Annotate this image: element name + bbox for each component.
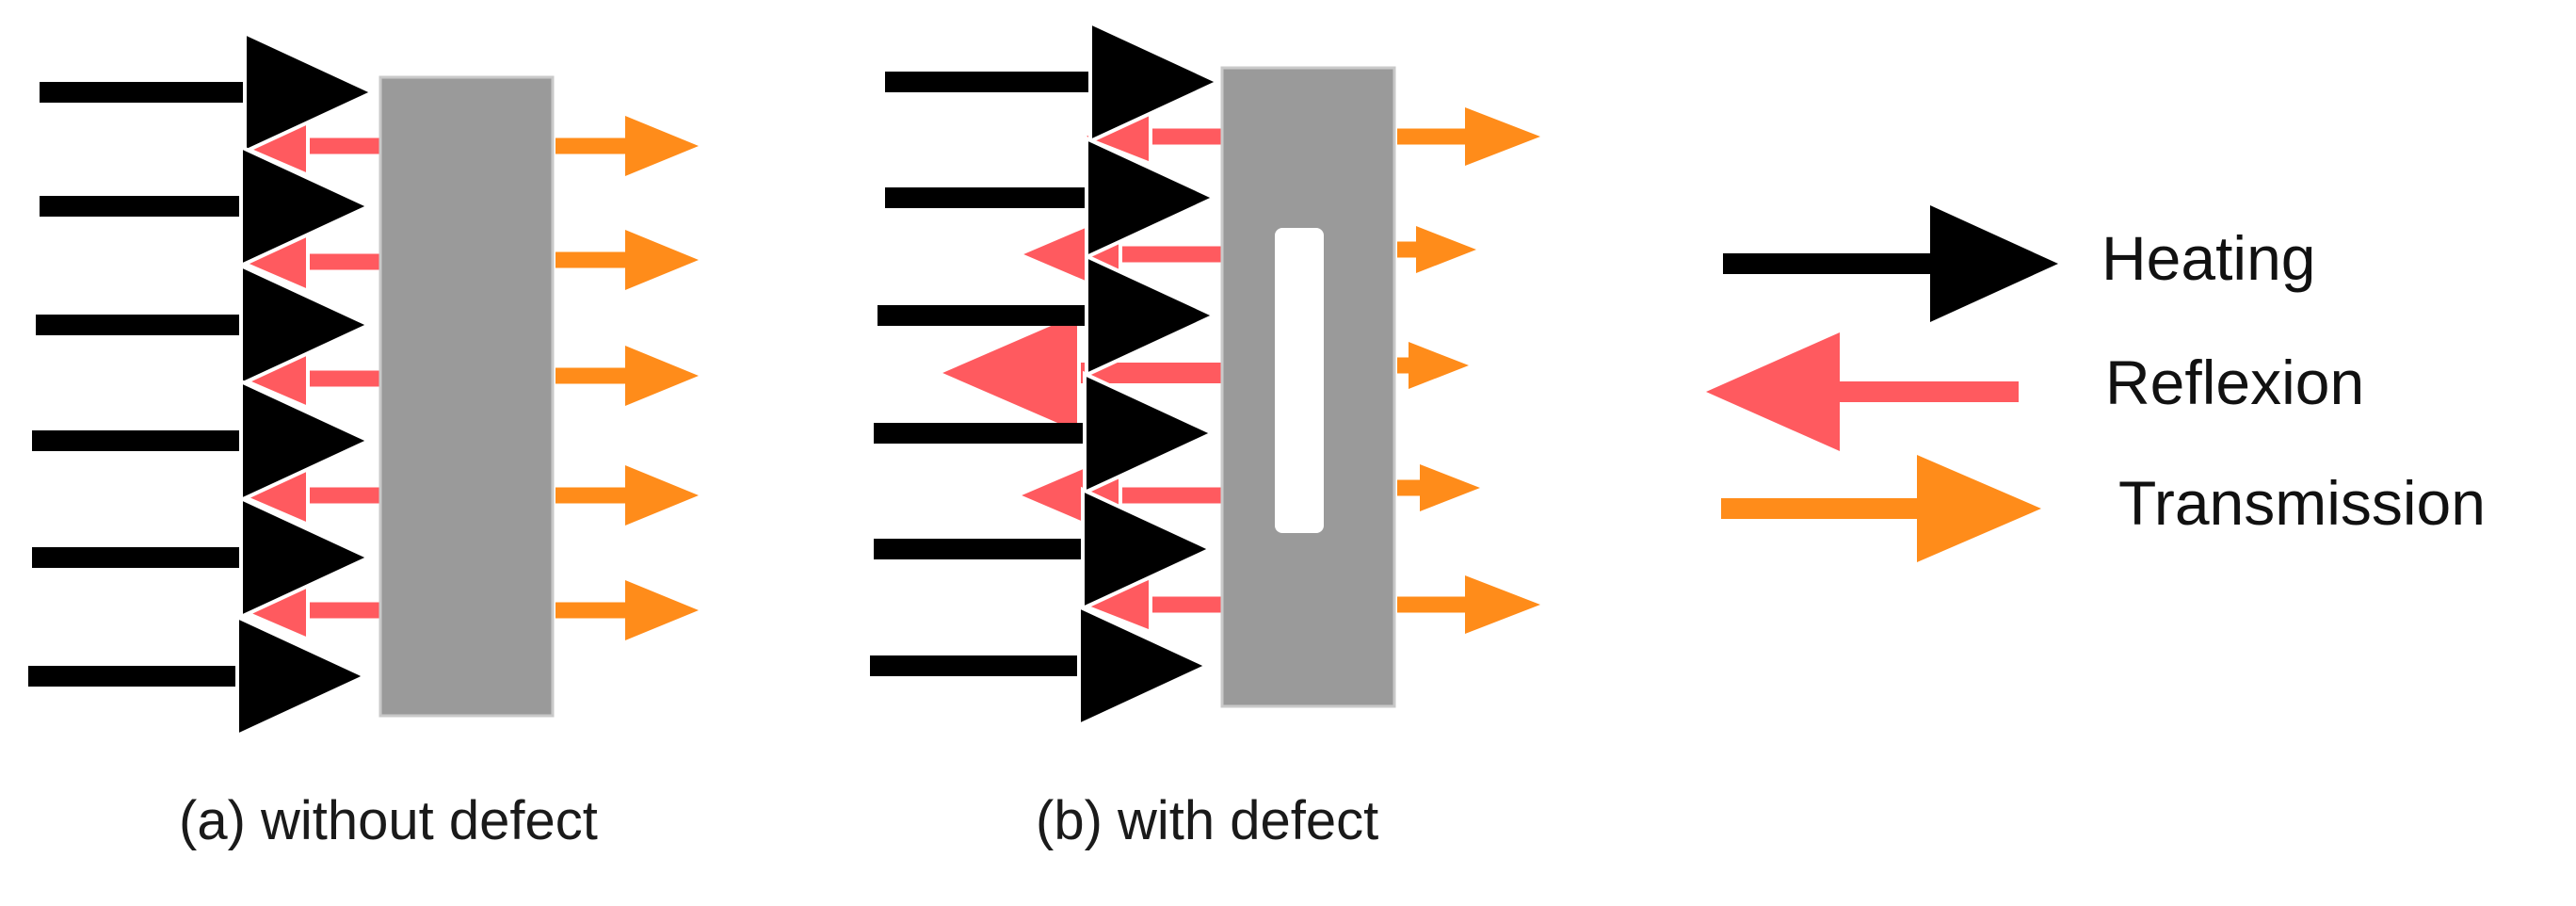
legend-transmission-icon <box>1721 455 2041 562</box>
panel-with-defect <box>870 19 1540 729</box>
transmission-arrow-b-2-head <box>1416 226 1476 273</box>
heating-arrow-b-4 <box>874 370 1217 496</box>
transmission-arrow-b-3-head <box>1409 342 1469 389</box>
heating-arrow-b-6-head <box>1077 603 1212 729</box>
heating-arrow-b-1 <box>885 19 1223 145</box>
heating-arrow-a-1 <box>40 29 378 155</box>
panel-without-defect <box>28 29 699 739</box>
transmission-arrow-b-3 <box>1397 342 1469 389</box>
heating-arrow-b-3 <box>877 252 1219 379</box>
heating-arrow-a-4-head <box>239 378 374 504</box>
heating-arrow-a-6-head <box>235 613 370 739</box>
heating-arrow-b-5-head <box>1081 486 1216 612</box>
legend-reflexion-icon-head <box>1706 332 1840 451</box>
transmission-arrow-b-2 <box>1397 226 1476 273</box>
transmission-arrow-a-5 <box>555 580 699 640</box>
heating-arrow-a-2-head <box>239 143 374 269</box>
heating-arrow-b-3-head <box>1085 252 1219 379</box>
transmission-arrow-b-4-head <box>1420 464 1480 511</box>
caption-without-defect: (a) without defect <box>179 790 598 851</box>
legend-reflexion-icon <box>1706 332 2019 451</box>
slab-a <box>378 75 555 718</box>
transmission-arrow-a-3-head <box>625 346 699 406</box>
transmission-arrow-a-2-head <box>625 230 699 290</box>
transmission-arrow-a-2 <box>555 230 699 290</box>
legend-transmission-icon-head <box>1917 455 2041 562</box>
heating-arrow-a-3-head <box>239 262 374 388</box>
heating-arrow-b-4-head <box>1083 370 1217 496</box>
heating-arrow-a-2 <box>40 143 374 269</box>
legend <box>1706 205 2058 562</box>
heating-arrow-a-5-head <box>239 494 374 621</box>
transmission-arrow-a-4 <box>555 465 699 526</box>
heating-arrow-a-6 <box>28 613 370 739</box>
transmission-arrow-b-5-head <box>1465 575 1540 634</box>
transmission-arrow-a-4-head <box>625 465 699 526</box>
heating-arrow-b-2-head <box>1085 135 1219 261</box>
heating-arrow-a-5 <box>32 494 374 621</box>
heating-arrow-b-1-head <box>1088 19 1223 145</box>
transmission-arrow-b-1 <box>1397 107 1540 166</box>
heating-arrow-a-3 <box>36 262 374 388</box>
transmission-arrow-a-5-head <box>625 580 699 640</box>
caption-with-defect: (b) with defect <box>1036 790 1379 851</box>
legend-heating-icon <box>1723 205 2058 322</box>
transmission-arrow-a-1 <box>555 116 699 176</box>
legend-label-heating: Heating <box>2101 223 2316 293</box>
legend-heating-icon-head <box>1930 205 2058 322</box>
heating-arrow-b-5 <box>874 486 1216 612</box>
transmission-arrow-b-5 <box>1397 575 1540 634</box>
heating-arrow-b-2 <box>885 135 1219 261</box>
transmission-arrow-b-4 <box>1397 464 1480 511</box>
reflexion-arrow-b-3-head <box>932 308 1081 438</box>
transmission-arrow-a-1-head <box>625 116 699 176</box>
heating-arrow-a-4 <box>32 378 374 504</box>
legend-label-reflexion: Reflexion <box>2105 348 2365 417</box>
legend-label-transmission: Transmission <box>2118 468 2486 538</box>
defect-void <box>1275 228 1324 533</box>
heating-arrow-a-1-head <box>243 29 378 155</box>
heating-arrow-b-6 <box>870 603 1212 729</box>
transmission-arrow-a-3 <box>555 346 699 406</box>
transmission-arrow-b-1-head <box>1465 107 1540 166</box>
